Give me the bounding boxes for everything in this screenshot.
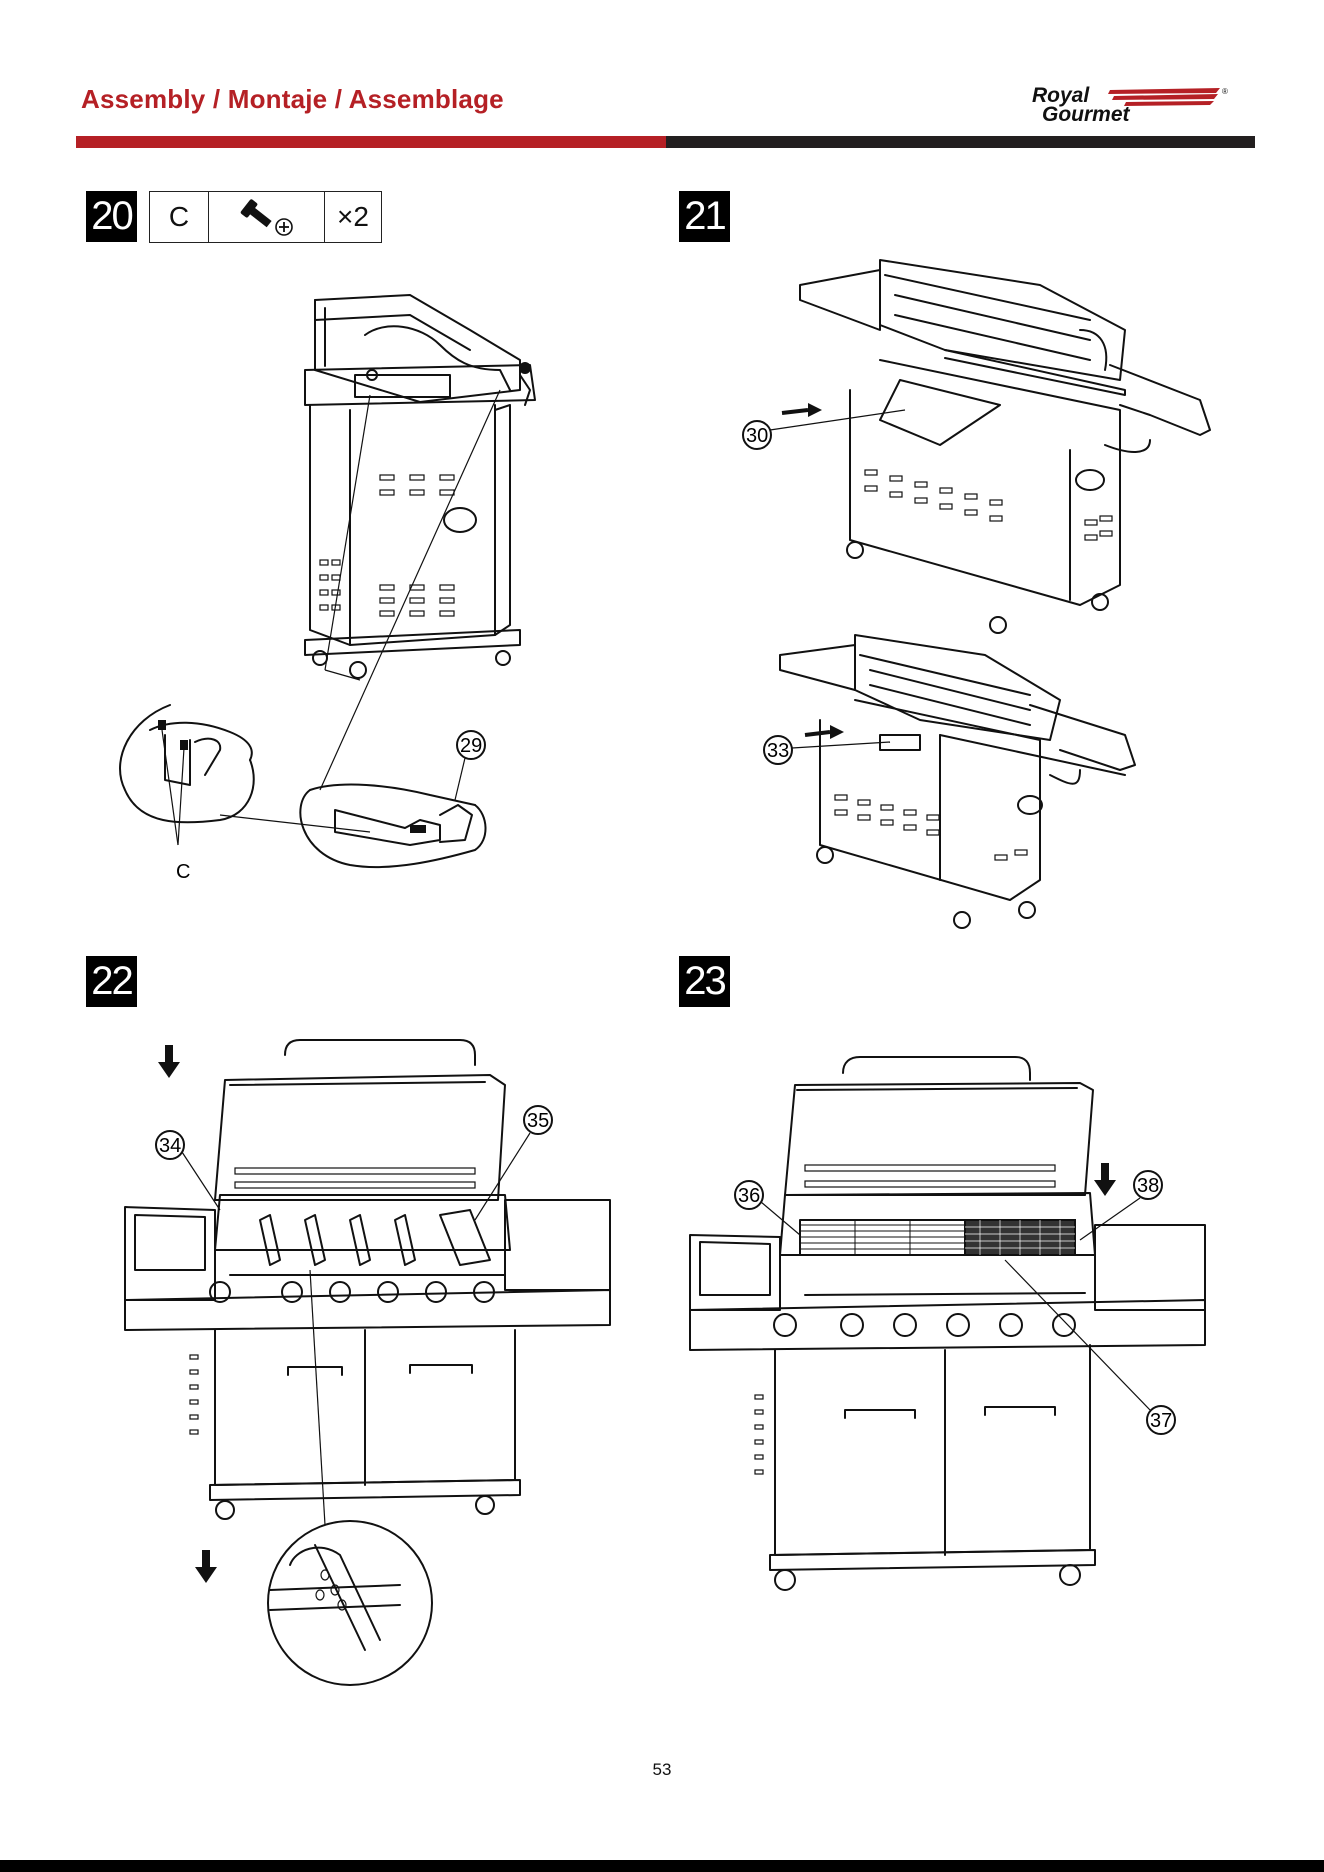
step-23-illustration: 36 38 37	[685, 1045, 1215, 1605]
arrow-down-icon	[1094, 1163, 1116, 1196]
svg-text:®: ®	[1222, 87, 1228, 96]
step-20-illustration: C 29	[110, 280, 590, 900]
callout-33: 33	[767, 740, 789, 762]
vent-slots	[190, 1355, 198, 1434]
arrow-down-icon	[158, 1045, 180, 1078]
callout-37: 37	[1150, 1410, 1172, 1432]
step-number-22: 22	[86, 956, 137, 1007]
callout-34: 34	[159, 1135, 181, 1157]
callout-38: 38	[1137, 1175, 1159, 1197]
svg-text:Gourmet: Gourmet	[1042, 103, 1131, 124]
page-number: 53	[0, 1760, 1324, 1780]
vent-slots	[835, 795, 1027, 860]
heat-tents	[260, 1210, 490, 1265]
brand-logo: Royal Gourmet ®	[1030, 84, 1230, 124]
header-rule-red	[76, 136, 666, 148]
detail-magnified	[270, 1545, 400, 1650]
page-title: Assembly / Montaje / Assemblage	[81, 84, 504, 115]
part-quantity: ×2	[325, 192, 381, 242]
arrow-icon	[805, 725, 844, 739]
callout-36: 36	[738, 1185, 760, 1207]
grill-side-view	[305, 295, 535, 678]
callout-29: 29	[460, 735, 482, 757]
header-rule-black	[666, 136, 1255, 148]
arrow-icon	[782, 403, 822, 417]
detail-lens-right	[300, 785, 485, 868]
step-number-23: 23	[679, 956, 730, 1007]
screw-icon	[209, 192, 325, 242]
part-letter: C	[150, 192, 209, 242]
grill-front-left-view	[800, 260, 1210, 633]
callout-30: 30	[746, 425, 768, 447]
step-number-21: 21	[679, 191, 730, 242]
vent-slots	[755, 1395, 763, 1474]
grill-front-right-view	[780, 635, 1135, 928]
callout-35: 35	[527, 1110, 549, 1132]
grill-with-grates-view	[690, 1057, 1205, 1590]
step-21-illustration: 30 33	[730, 230, 1230, 940]
detail-circle-left	[120, 705, 370, 845]
step-22-illustration: 34 35	[120, 1030, 640, 1690]
callout-c: C	[176, 861, 190, 883]
arrow-down-icon	[195, 1550, 217, 1583]
step-number-20: 20	[86, 191, 137, 242]
parts-box: C ×2	[149, 191, 382, 243]
footer-rule	[0, 1860, 1324, 1872]
vent-slots	[320, 475, 454, 616]
cooking-grates	[800, 1220, 1075, 1255]
vent-slots	[865, 470, 1112, 540]
